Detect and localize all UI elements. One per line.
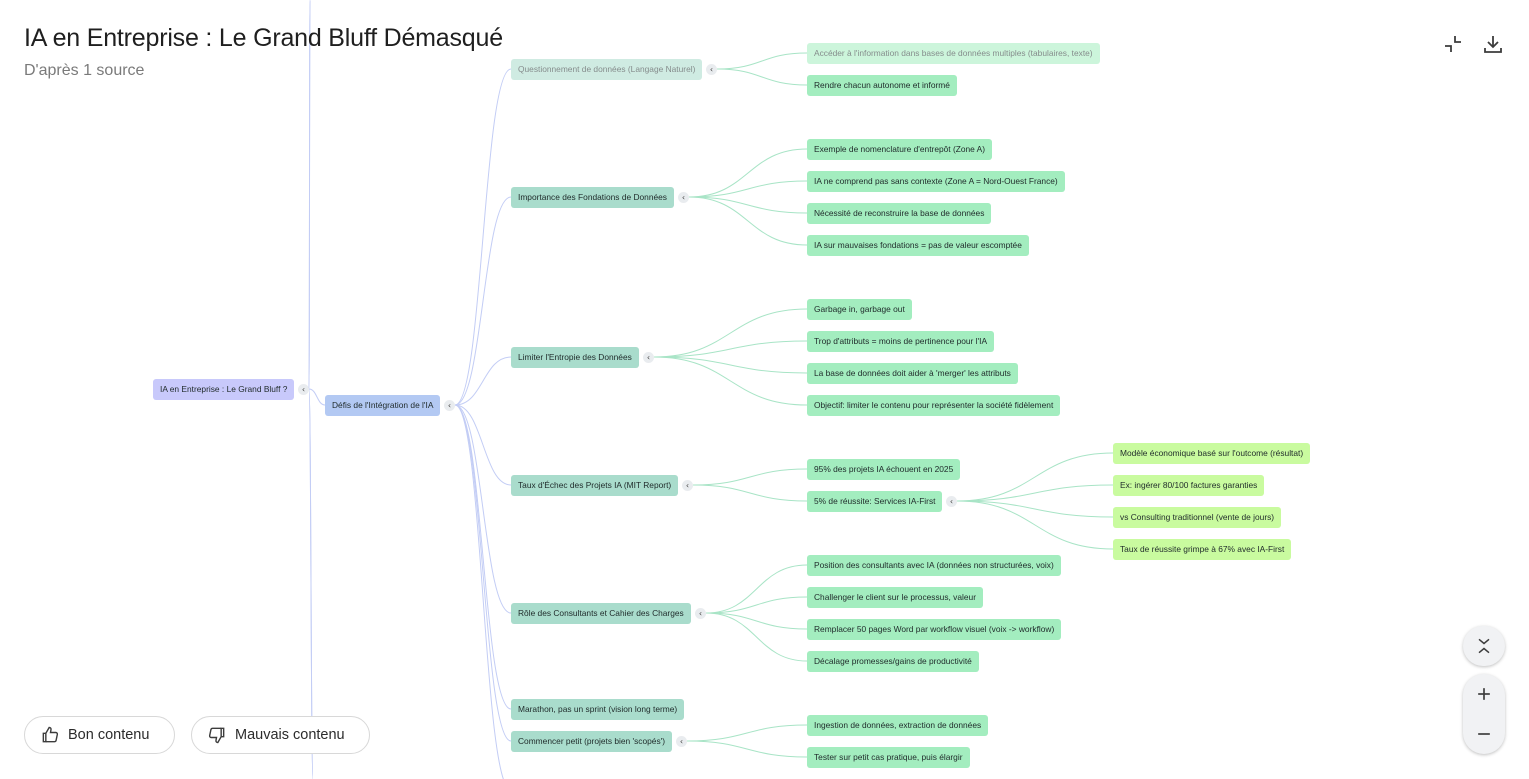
zoom-controls [1463, 674, 1505, 754]
group-node[interactable]: Marathon, pas un sprint (vision long ter… [511, 698, 685, 720]
connector-line [653, 356, 808, 374]
branch-node[interactable]: Défis de l'Intégration de l'IA [325, 394, 441, 416]
connector-line [688, 196, 808, 246]
root-node[interactable]: IA en Entreprise : Le Grand Bluff ? [153, 378, 295, 400]
group-toggle[interactable]: ‹ [678, 191, 689, 203]
connector-line [705, 612, 808, 630]
connector-line [692, 484, 808, 502]
connector-line [454, 404, 512, 614]
connector-line [956, 500, 1114, 550]
group-toggle[interactable]: ‹ [643, 351, 654, 363]
leaf-node[interactable]: Garbage in, garbage out [807, 298, 912, 320]
leaf-node[interactable]: Rendre chacun autonome et informé [807, 74, 957, 96]
group-node[interactable]: Questionnement de données (Langage Natur… [511, 58, 703, 80]
connector-line [686, 740, 808, 758]
connector-line [454, 404, 512, 486]
connector-line [686, 724, 808, 742]
sub-leaf-node[interactable]: Ex: ingérer 80/100 factures garanties [1113, 474, 1265, 496]
group-node[interactable]: Rôle des Consultants et Cahier des Charg… [511, 602, 691, 624]
leaf-node[interactable]: 95% des projets IA échouent en 2025 [807, 458, 961, 480]
sub-leaf-node[interactable]: vs Consulting traditionnel (vente de jou… [1113, 506, 1282, 528]
group-toggle[interactable]: ‹ [676, 735, 687, 747]
connector-line [705, 596, 808, 614]
connector-line [705, 612, 808, 662]
sub-leaf-node[interactable]: Taux de réussite grimpe à 67% avec IA-Fi… [1113, 538, 1292, 560]
connector-line [653, 308, 808, 358]
connector-line [653, 340, 808, 358]
connector-line [692, 468, 808, 486]
sub-leaf-node[interactable]: Modèle économique basé sur l'outcome (ré… [1113, 442, 1311, 464]
collapse-arrows-icon[interactable] [1441, 32, 1465, 56]
minus-icon [1478, 733, 1490, 735]
leaf-node[interactable]: IA ne comprend pas sans contexte (Zone A… [807, 170, 1065, 192]
leaf-node[interactable]: Décalage promesses/gains de productivité [807, 650, 979, 672]
bad-content-label: Mauvais contenu [235, 727, 345, 743]
leaf-node[interactable]: Trop d'attributs = moins de pertinence p… [807, 330, 995, 352]
zoom-in-button[interactable] [1463, 674, 1505, 714]
connector-line [653, 356, 808, 406]
leaf-node[interactable]: Objectif: limiter le contenu pour représ… [807, 394, 1061, 416]
group-node[interactable]: Taux d'Échec des Projets IA (MIT Report) [511, 474, 679, 496]
connector-line [956, 500, 1114, 518]
leaf-node[interactable]: Position des consultants avec IA (donnée… [807, 554, 1061, 576]
thumbs-down-icon [208, 727, 225, 744]
leaf-node[interactable]: Challenger le client sur le processus, v… [807, 586, 983, 608]
connector-line [454, 404, 504, 779]
group-node[interactable]: Limiter l'Entropie des Données [511, 346, 639, 368]
thumbs-up-icon [42, 726, 59, 743]
group-toggle[interactable]: ‹ [706, 63, 717, 75]
leaf-node[interactable]: Nécessité de reconstruire la base de don… [807, 202, 992, 224]
chevrons-icon[interactable] [1463, 626, 1505, 666]
leaf-toggle[interactable]: ‹ [946, 495, 957, 507]
leaf-node[interactable]: Exemple de nomenclature d'entrepôt (Zone… [807, 138, 993, 160]
leaf-node[interactable]: La base de données doit aider à 'merger'… [807, 362, 1018, 384]
connector-line [688, 196, 808, 214]
connector-line [956, 452, 1114, 502]
connector-line [308, 0, 311, 390]
source-count: D'après 1 source [24, 62, 145, 79]
leaf-node[interactable]: IA sur mauvaises fondations = pas de val… [807, 234, 1029, 256]
connector-line [308, 388, 314, 779]
connector-line [454, 68, 512, 406]
good-content-button[interactable]: Bon contenu [24, 716, 175, 754]
connector-line [454, 356, 512, 406]
connector-line [454, 404, 512, 710]
zoom-out-button[interactable] [1463, 714, 1505, 754]
connector-line [688, 180, 808, 198]
connector-line [956, 484, 1114, 502]
leaf-node[interactable]: Tester sur petit cas pratique, puis élar… [807, 746, 970, 768]
expand-collapse-all-button[interactable] [1463, 626, 1505, 666]
connector-line [716, 52, 808, 70]
good-content-label: Bon contenu [68, 727, 150, 743]
leaf-node[interactable]: 5% de réussite: Services IA-First [807, 490, 943, 512]
group-node[interactable]: Commencer petit (projets bien 'scopés') [511, 730, 673, 752]
root-toggle[interactable]: ‹ [298, 383, 309, 395]
branch-toggle[interactable]: ‹ [444, 399, 455, 411]
page-title: IA en Entreprise : Le Grand Bluff Démasq… [24, 24, 503, 52]
connector-line [688, 148, 808, 198]
connector-line [705, 564, 808, 614]
bad-content-button[interactable]: Mauvais contenu [191, 716, 370, 754]
group-toggle[interactable]: ‹ [682, 479, 693, 491]
group-toggle[interactable]: ‹ [695, 607, 706, 619]
leaf-node[interactable]: Remplacer 50 pages Word par workflow vis… [807, 618, 1062, 640]
download-icon[interactable] [1481, 32, 1505, 56]
leaf-node[interactable]: Ingestion de données, extraction de donn… [807, 714, 989, 736]
connector-line [454, 404, 512, 742]
connector-line [716, 68, 808, 86]
plus-icon [1478, 688, 1490, 700]
connector-line [454, 196, 512, 406]
connector-line [308, 388, 326, 406]
group-node[interactable]: Importance des Fondations de Données [511, 186, 674, 208]
leaf-node[interactable]: Accéder à l'information dans bases de do… [807, 42, 1100, 64]
